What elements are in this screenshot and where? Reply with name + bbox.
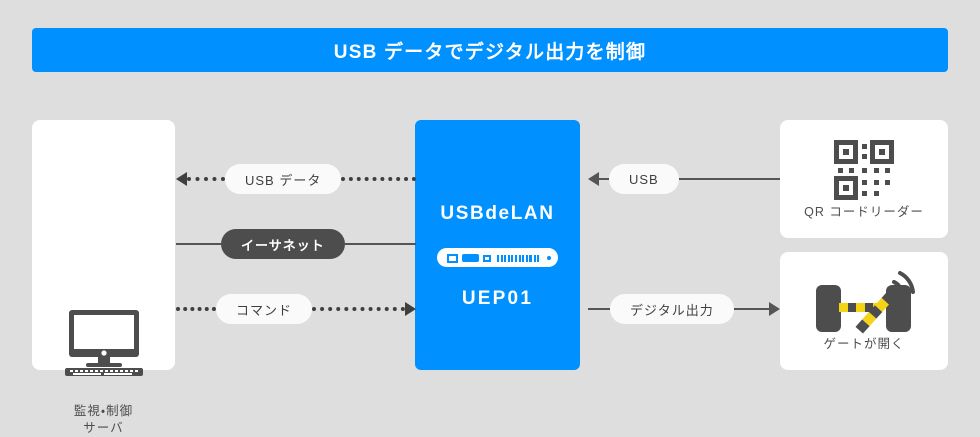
connector-usb: USB	[588, 162, 780, 196]
connector-command: コマンド	[176, 292, 416, 326]
device-model: UEP01	[461, 288, 534, 309]
connector-line	[678, 178, 780, 180]
device-terminal-block-b	[530, 255, 540, 262]
connector-label-usb: USB	[609, 164, 679, 194]
arrow-right-icon	[769, 302, 780, 316]
arrow-left-icon	[176, 172, 187, 186]
banner-title: USB データでデジタル出力を制御	[333, 41, 647, 63]
node-card-gate: ゲートが開く	[780, 252, 948, 370]
node-label-gate: ゲートが開く	[823, 337, 905, 351]
arrow-left-icon	[588, 172, 599, 186]
node-label-server: 監視・制御 サーバ	[73, 404, 134, 435]
connector-line	[312, 307, 405, 311]
connector-line	[599, 178, 609, 180]
connector-label-digital-output: デジタル出力	[610, 294, 734, 324]
connector-line	[176, 307, 216, 311]
connector-line	[187, 177, 225, 181]
connector-label-ethernet: イーサネット	[221, 229, 345, 259]
header-banner: USB データでデジタル出力を制御	[32, 28, 948, 72]
device-port-small	[483, 255, 491, 262]
arrow-right-icon	[405, 302, 416, 316]
connector-line	[344, 243, 416, 245]
device-led-indicator	[547, 256, 551, 260]
connector-ethernet: イーサネット	[176, 227, 416, 261]
device-port-usb	[462, 254, 479, 262]
qr-code-icon	[780, 140, 948, 200]
desktop-computer-icon	[32, 310, 175, 376]
node-card-device: USBdeLAN UEP01	[415, 120, 580, 370]
gate-barrier-icon	[780, 268, 948, 334]
connector-label-usb-data: USB データ	[225, 164, 342, 194]
node-label-qr-reader: QR コードリーダー	[804, 205, 924, 219]
connector-line	[341, 177, 416, 181]
connector-usb-data: USB データ	[176, 162, 416, 196]
device-terminal-block-a	[497, 255, 532, 262]
device-port-lan	[447, 254, 458, 263]
connector-label-command: コマンド	[216, 294, 313, 324]
device-title: USBdeLAN	[440, 203, 555, 224]
node-card-server: 監視・制御 サーバ	[32, 120, 175, 435]
connector-digital-output: デジタル出力	[588, 292, 780, 326]
connector-line	[733, 308, 769, 310]
network-device-icon	[437, 248, 558, 267]
connector-line	[588, 308, 610, 310]
connector-line	[176, 243, 221, 245]
node-card-qr-reader: QR コードリーダー	[780, 120, 948, 238]
